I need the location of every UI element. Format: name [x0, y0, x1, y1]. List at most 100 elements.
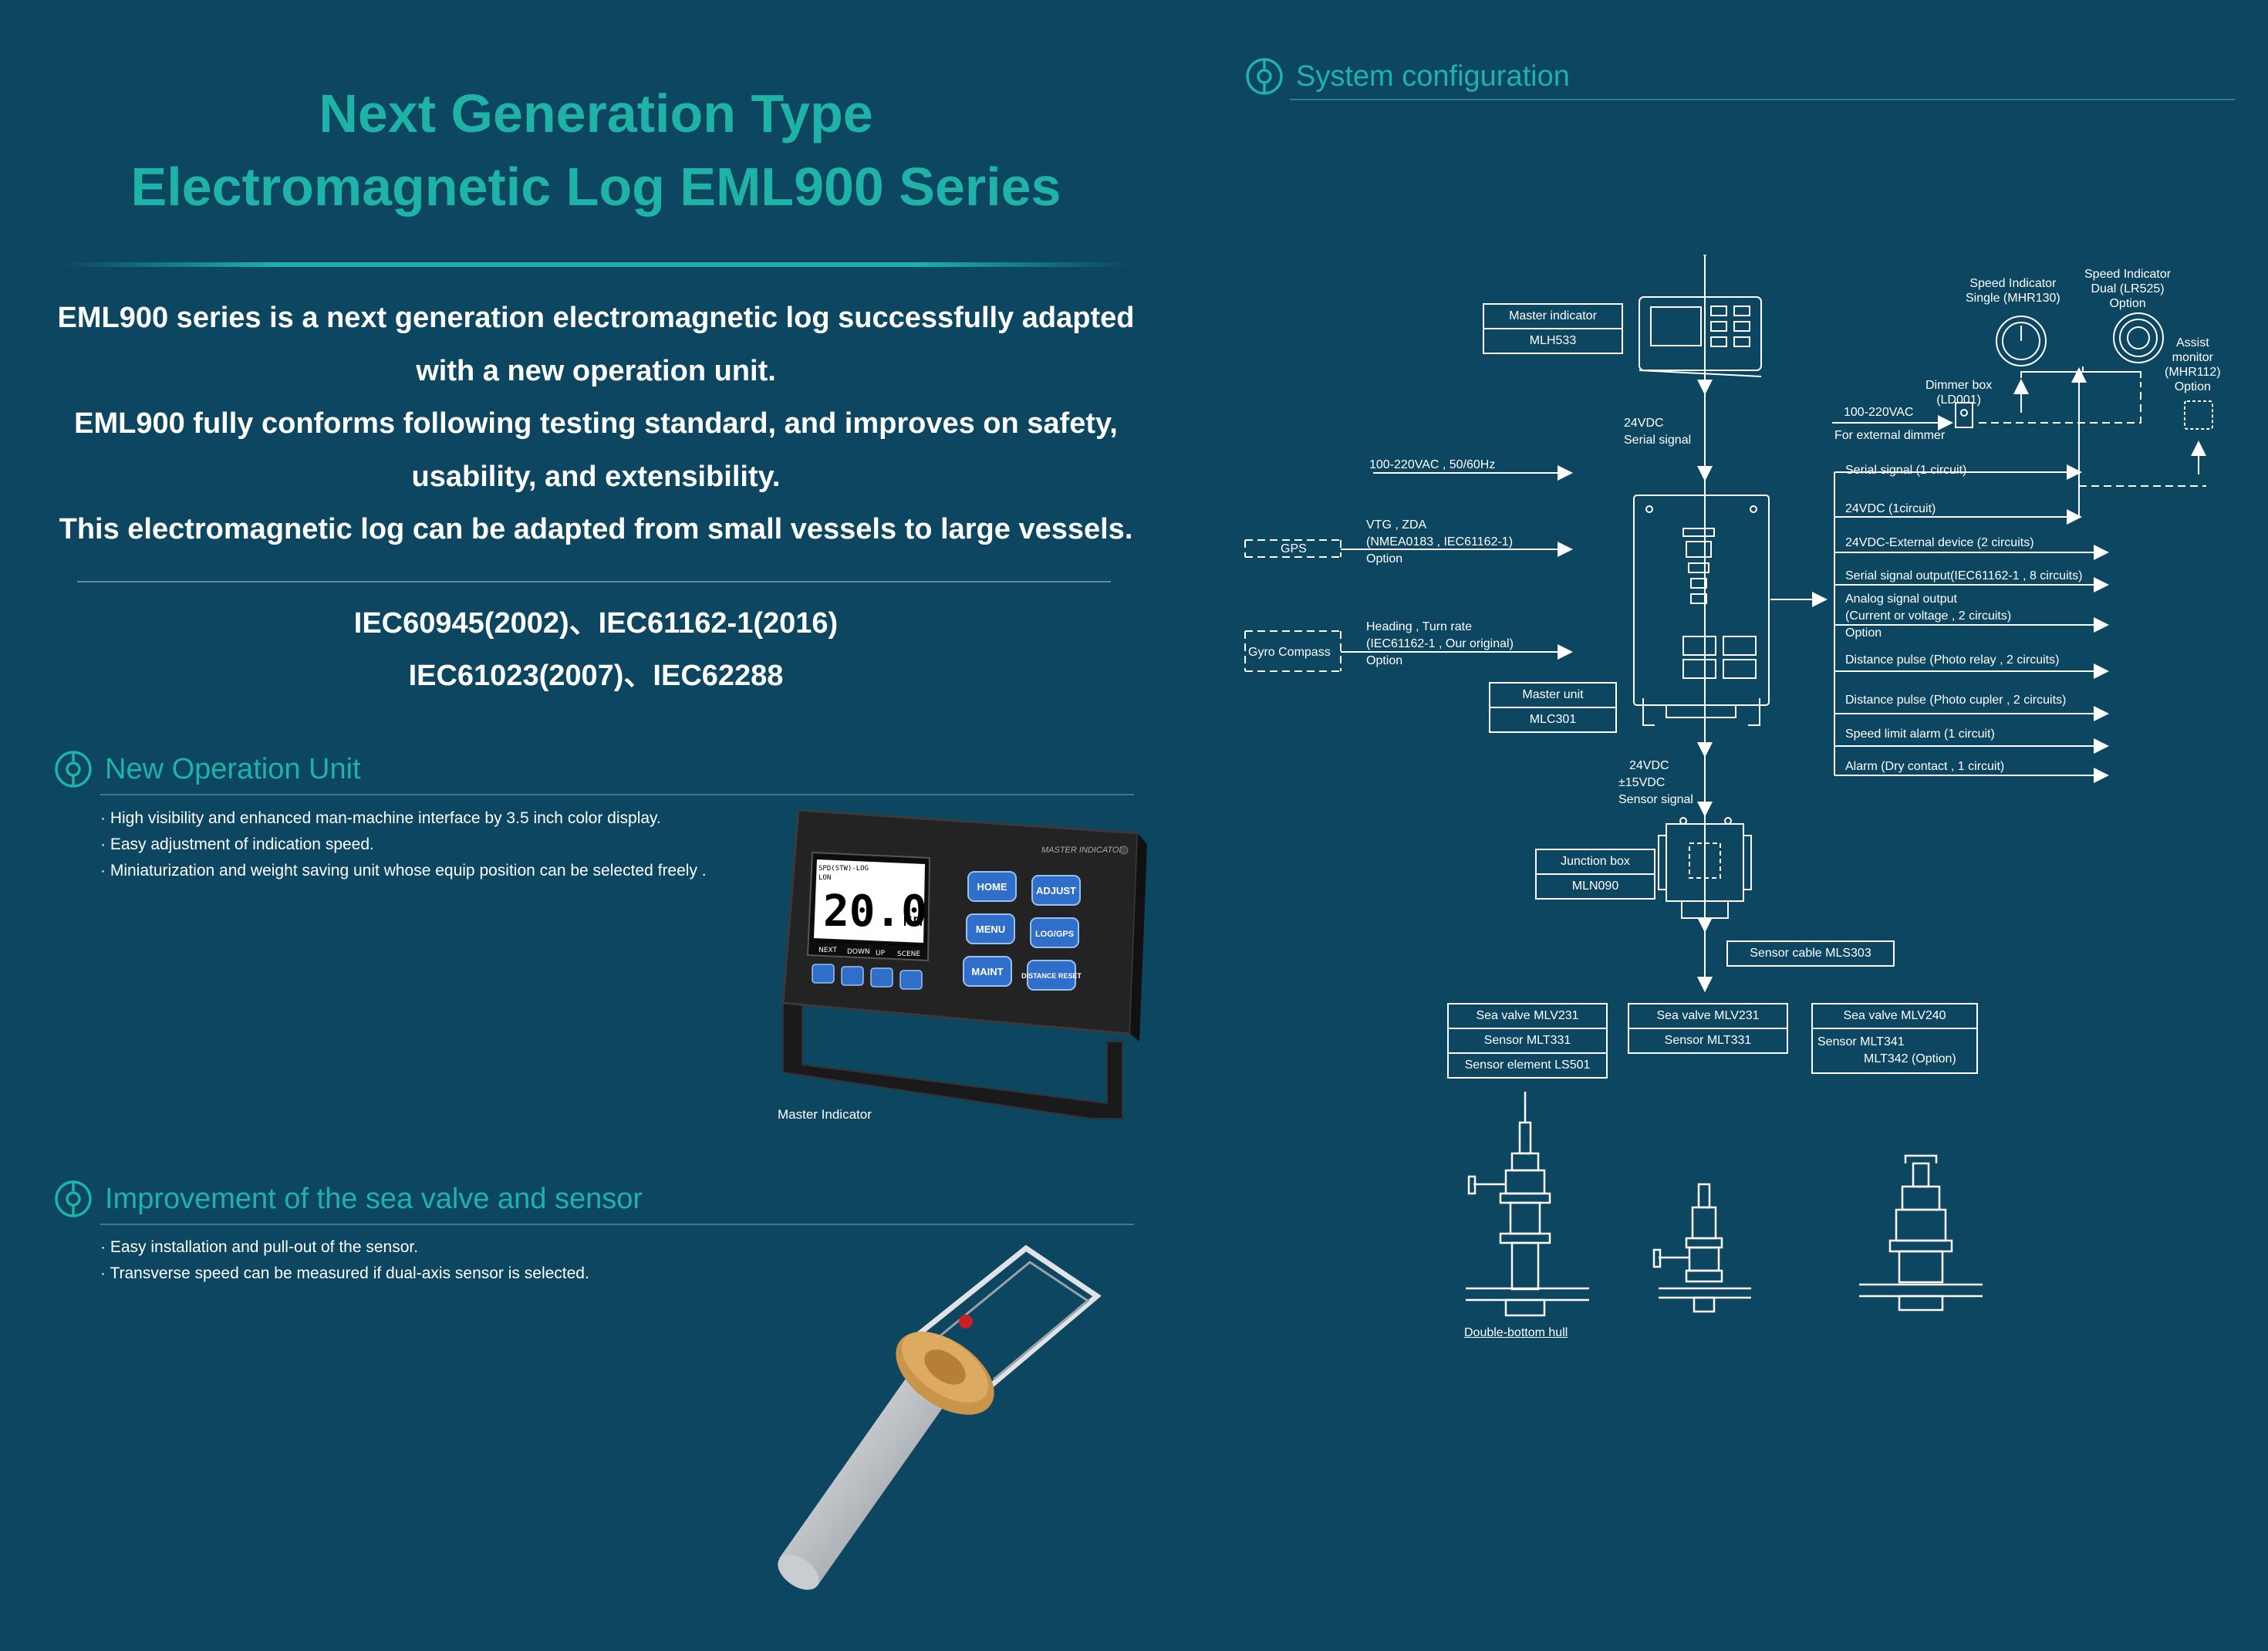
output-speed-alarm: Speed limit alarm (1 circuit)	[1845, 728, 1995, 741]
valve-3-sensor-option: MLT342 (Option)	[1864, 1052, 1956, 1065]
valve-bullet: · Transverse speed can be measured if du…	[100, 1264, 589, 1282]
indicator-screen	[1650, 306, 1702, 346]
gyro-label: Gyro Compass	[1248, 646, 1331, 659]
menu-button[interactable]	[966, 913, 1015, 944]
system-diagram	[1244, 255, 2213, 1317]
valve-1-sensor: Sensor MLT331	[1449, 1028, 1606, 1052]
gps-label: GPS	[1281, 542, 1307, 555]
valve-1-box: Sea valve MLV231 Sensor MLT331 Sensor el…	[1447, 1003, 1608, 1079]
intro-line-3: EML900 fully conforms following testing …	[74, 407, 1118, 440]
valve-section-rule	[100, 1224, 1134, 1225]
power-input-label: 100-220VAC , 50/60Hz	[1369, 458, 1496, 471]
valve-3-sensor: Sensor MLT341	[1817, 1035, 1905, 1048]
master-indicator-model: MLH533	[1484, 328, 1622, 353]
distance-reset-label: DISTANCE RESET	[1021, 972, 1082, 980]
intro-line-1: EML900 series is a next generation elect…	[57, 302, 1135, 334]
speed-single-label: Speed Indicator Single (MHR130)	[1966, 276, 2060, 306]
operation-bullet: · High visibility and enhanced man-machi…	[100, 809, 661, 827]
gyro-line: (IEC61162-1 , Our original)	[1366, 637, 1514, 650]
external-ac-line: 100-220VAC	[1844, 406, 1914, 419]
speed-dual-line: Dual (LR525)	[2091, 282, 2165, 295]
operation-section-title: New Operation Unit	[105, 752, 361, 785]
softkey-label: SCENE	[897, 950, 920, 958]
speed-dual-line: Speed Indicator	[2084, 268, 2172, 281]
master-indicator-box: Master indicator MLH533	[1483, 303, 1623, 354]
speed-dual-label: Speed Indicator Dual (LR525) Option	[2084, 267, 2171, 311]
assist-line: Option	[2174, 380, 2211, 393]
output-analog-line: Option	[1845, 626, 1882, 640]
gps-line: Option	[1366, 552, 1403, 566]
link-bottom-line: ±15VDC	[1618, 776, 1666, 789]
softkey-label: NEXT	[818, 947, 837, 954]
title-line-1: Next Generation Type	[319, 83, 873, 143]
master-unit-box: Master unit MLC301	[1489, 682, 1617, 733]
softkey-button[interactable]	[812, 964, 835, 984]
link-top-line: 24VDC	[1624, 417, 1664, 430]
softkey-button[interactable]	[841, 966, 864, 986]
assist-monitor-label: Assist monitor (MHR112) Option	[2165, 336, 2221, 394]
maint-button[interactable]	[963, 956, 1012, 987]
system-section-rule	[1290, 99, 2235, 100]
sea-valve-drawings	[1466, 1092, 1983, 1317]
distance-reset-button[interactable]	[1027, 960, 1076, 991]
home-button[interactable]	[967, 871, 1017, 902]
operation-section-rule	[100, 794, 1134, 795]
device-brand: MASTER INDICATOR	[1041, 846, 1125, 855]
speed-unit: kn	[903, 911, 923, 930]
link-bottom-line: Sensor signal	[1618, 793, 1693, 806]
softkey-button[interactable]	[899, 970, 923, 990]
home-label: HOME	[977, 881, 1007, 893]
output-analog-line: Analog signal output	[1845, 593, 1957, 606]
valve-2-box: Sea valve MLV231 Sensor MLT331	[1628, 1003, 1788, 1054]
screen-sub: LON	[818, 874, 831, 882]
softkey-label: UP	[876, 950, 886, 957]
junction-box-model: MLN090	[1537, 873, 1654, 898]
link-top-line: Serial signal	[1624, 434, 1692, 447]
output-pulse-cupler: Distance pulse (Photo cupler , 2 circuit…	[1845, 694, 2067, 707]
valve-2-sea-valve: Sea valve MLV231	[1656, 1009, 1760, 1022]
master-unit-drawing	[1633, 495, 1770, 706]
gyro-line: Heading , Turn rate	[1366, 620, 1472, 633]
gps-line: VTG , ZDA	[1366, 518, 1427, 532]
sensor-cable-label: Sensor cable MLS303	[1750, 947, 1871, 960]
link-top-label: 24VDC Serial signal	[1624, 415, 1691, 449]
master-indicator-name: Master indicator	[1509, 309, 1597, 322]
sensor-rod-illustration	[778, 1244, 1102, 1590]
assist-line: Assist	[2175, 336, 2209, 349]
intro-divider	[77, 581, 1111, 582]
output-serial-iec: Serial signal output(IEC61162-1 , 8 circ…	[1845, 569, 2083, 582]
log-gps-button[interactable]	[1030, 917, 1079, 948]
link-bottom-line: 24VDC	[1629, 759, 1669, 772]
standards-line-2: IEC61023(2007)、IEC62288	[408, 660, 784, 692]
link-bottom-label: 24VDC ±15VDC Sensor signal	[1618, 758, 1693, 809]
title-divider	[62, 262, 1130, 267]
gps-signal-label: VTG , ZDA (NMEA0183 , IEC61162-1) Option	[1366, 517, 1513, 568]
dimmer-line: (LD001)	[1936, 393, 1982, 407]
junction-box-name: Junction box	[1561, 855, 1630, 868]
title-line-2: Electromagnetic Log EML900 Series	[130, 157, 1061, 217]
master-indicator-illustration: MASTER INDICATOR SPD(STW)-LOG LON 20.0 k…	[781, 810, 1147, 1119]
softkey-button[interactable]	[870, 967, 893, 988]
adjust-button[interactable]	[1031, 875, 1081, 906]
gyro-signal-label: Heading , Turn rate (IEC61162-1 , Our or…	[1366, 619, 1514, 670]
intro-line-5: This electromagnetic log can be adapted …	[59, 513, 1133, 545]
dimmer-line: Dimmer box	[1925, 379, 1993, 392]
valve-section-header: Improvement of the sea valve and sensor	[52, 1178, 643, 1220]
output-analog-line: (Current or voltage , 2 circuits)	[1845, 609, 2012, 623]
page-title: Next Generation Type Electromagnetic Log…	[0, 77, 1192, 224]
operation-section-header: New Operation Unit	[52, 748, 361, 790]
operation-bullet: · Easy adjustment of indication speed.	[100, 836, 374, 853]
valve-2-sensor: Sensor MLT331	[1629, 1028, 1787, 1052]
speed-dual-line: Option	[2109, 297, 2146, 310]
dimmer-box-label: Dimmer box (LD001)	[1925, 378, 1992, 407]
master-indicator-caption: Master Indicator	[778, 1107, 872, 1122]
intro-line-2: with a new operation unit.	[416, 354, 776, 387]
output-alarm: Alarm (Dry contact , 1 circuit)	[1845, 760, 2005, 773]
external-ac-label: 100-220VAC For external dimmer	[1834, 401, 1945, 447]
valve-3-box: Sea valve MLV240 Sensor MLT341 MLT342 (O…	[1811, 1003, 1978, 1074]
valve-1-sea-valve: Sea valve MLV231	[1476, 1009, 1579, 1022]
valve-bullets: · Easy installation and pull-out of the …	[100, 1234, 589, 1287]
valve-bullet: · Easy installation and pull-out of the …	[100, 1238, 419, 1256]
log-gauge-icon	[55, 751, 92, 788]
master-unit-model: MLC301	[1490, 707, 1615, 731]
